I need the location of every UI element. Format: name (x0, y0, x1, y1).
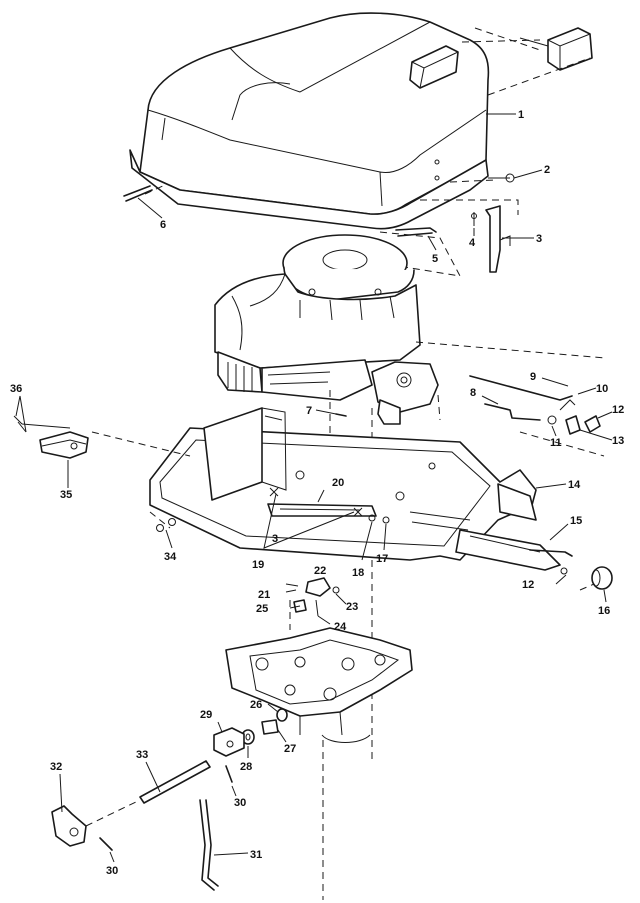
label-33: 33 (136, 749, 148, 761)
label-7: 7 (306, 405, 312, 417)
label-22: 22 (314, 565, 326, 577)
rod-9 (469, 375, 573, 401)
label-18: 18 (352, 567, 364, 579)
pin-30b (99, 837, 113, 851)
label-10: 10 (596, 383, 608, 395)
nut-34b (168, 518, 176, 526)
label-14: 14 (568, 479, 581, 491)
pin-30a (225, 765, 233, 783)
swivel-plate (225, 627, 413, 743)
fitting-13 (565, 415, 581, 435)
label-36: 36 (10, 383, 22, 395)
label-12-top: 12 (612, 404, 624, 416)
clip-7 (335, 413, 347, 417)
bracket-29 (213, 727, 245, 757)
pin-5 (395, 227, 437, 237)
rod-33 (139, 760, 211, 804)
label-24: 24 (334, 621, 347, 633)
hardware-26-28 (241, 708, 288, 745)
nut-11 (547, 415, 557, 425)
label-19: 19 (252, 559, 264, 571)
nut-12b (560, 567, 568, 575)
base-pan (149, 407, 561, 571)
label-27: 27 (284, 743, 296, 755)
pin-6 (123, 185, 153, 202)
label-15: 15 (570, 515, 582, 527)
engine-cover (129, 12, 490, 230)
label-12-bottom: 12 (522, 579, 534, 591)
label-4: 4 (469, 237, 476, 249)
label-11: 11 (550, 437, 562, 449)
label-28: 28 (240, 761, 252, 773)
hood-latch-knob (487, 27, 593, 96)
knob-16 (591, 566, 613, 590)
label-8: 8 (470, 387, 476, 399)
label-21: 21 (258, 589, 270, 601)
lever-32 (51, 805, 87, 847)
label-20: 20 (332, 477, 344, 489)
nut-34a (156, 524, 164, 532)
label-13: 13 (612, 435, 624, 447)
label-1: 1 (518, 109, 524, 121)
hardware-21-25 (285, 577, 340, 630)
label-3: 3 (536, 233, 542, 245)
wire-15 (529, 549, 573, 557)
label-16: 16 (598, 605, 610, 617)
label-34: 34 (164, 551, 177, 563)
lever-8 (484, 403, 541, 421)
label-5: 5 (432, 253, 438, 265)
label-25: 25 (256, 603, 268, 615)
label-3-base: 3 (272, 533, 278, 545)
label-23: 23 (346, 601, 358, 613)
wire-36 (13, 415, 71, 433)
rod-31 (199, 799, 219, 891)
spring-10 (559, 399, 576, 411)
label-9: 9 (530, 371, 536, 383)
label-31: 31 (250, 849, 262, 861)
bracket-3 (471, 205, 511, 273)
label-26: 26 (250, 699, 262, 711)
label-30-upper: 30 (234, 797, 246, 809)
engine (214, 234, 439, 425)
label-2: 2 (544, 164, 550, 176)
label-35: 35 (60, 489, 72, 501)
label-32: 32 (50, 761, 62, 773)
bracket-35 (39, 431, 89, 459)
cap-12 (584, 415, 601, 433)
label-29: 29 (200, 709, 212, 721)
label-6: 6 (160, 219, 166, 231)
label-30-lower: 30 (106, 865, 118, 877)
label-17: 17 (376, 553, 388, 565)
